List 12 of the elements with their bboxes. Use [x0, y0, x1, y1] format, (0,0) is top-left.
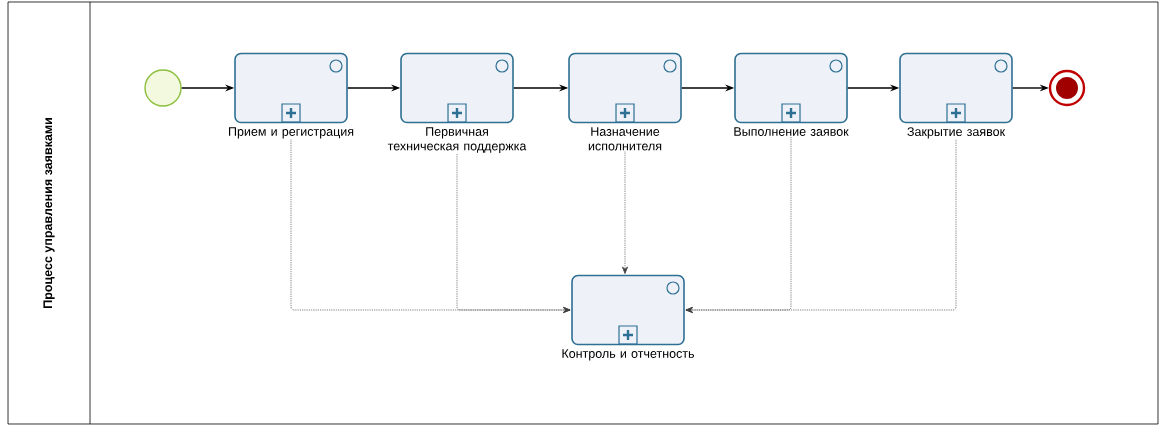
- sequence-arrow: [456, 153, 571, 313]
- task-label: Закрытие заявок: [907, 127, 1006, 139]
- task-label: Выполнение заявок: [734, 127, 849, 136]
- sequence-arrow: [622, 151, 628, 274]
- task-label: Контроль и отчетность: [562, 349, 695, 361]
- task-label: Прием и регистрация: [229, 127, 354, 139]
- sequence-arrow: [685, 139, 957, 313]
- task-label: Первичная техническая поддержка: [387, 127, 527, 153]
- start-event-circle: [144, 69, 182, 107]
- end-event-circle: [1048, 69, 1086, 107]
- pool-label: Процесс управления заявками: [43, 118, 55, 308]
- task-label: Назначение исполнителя: [588, 127, 662, 151]
